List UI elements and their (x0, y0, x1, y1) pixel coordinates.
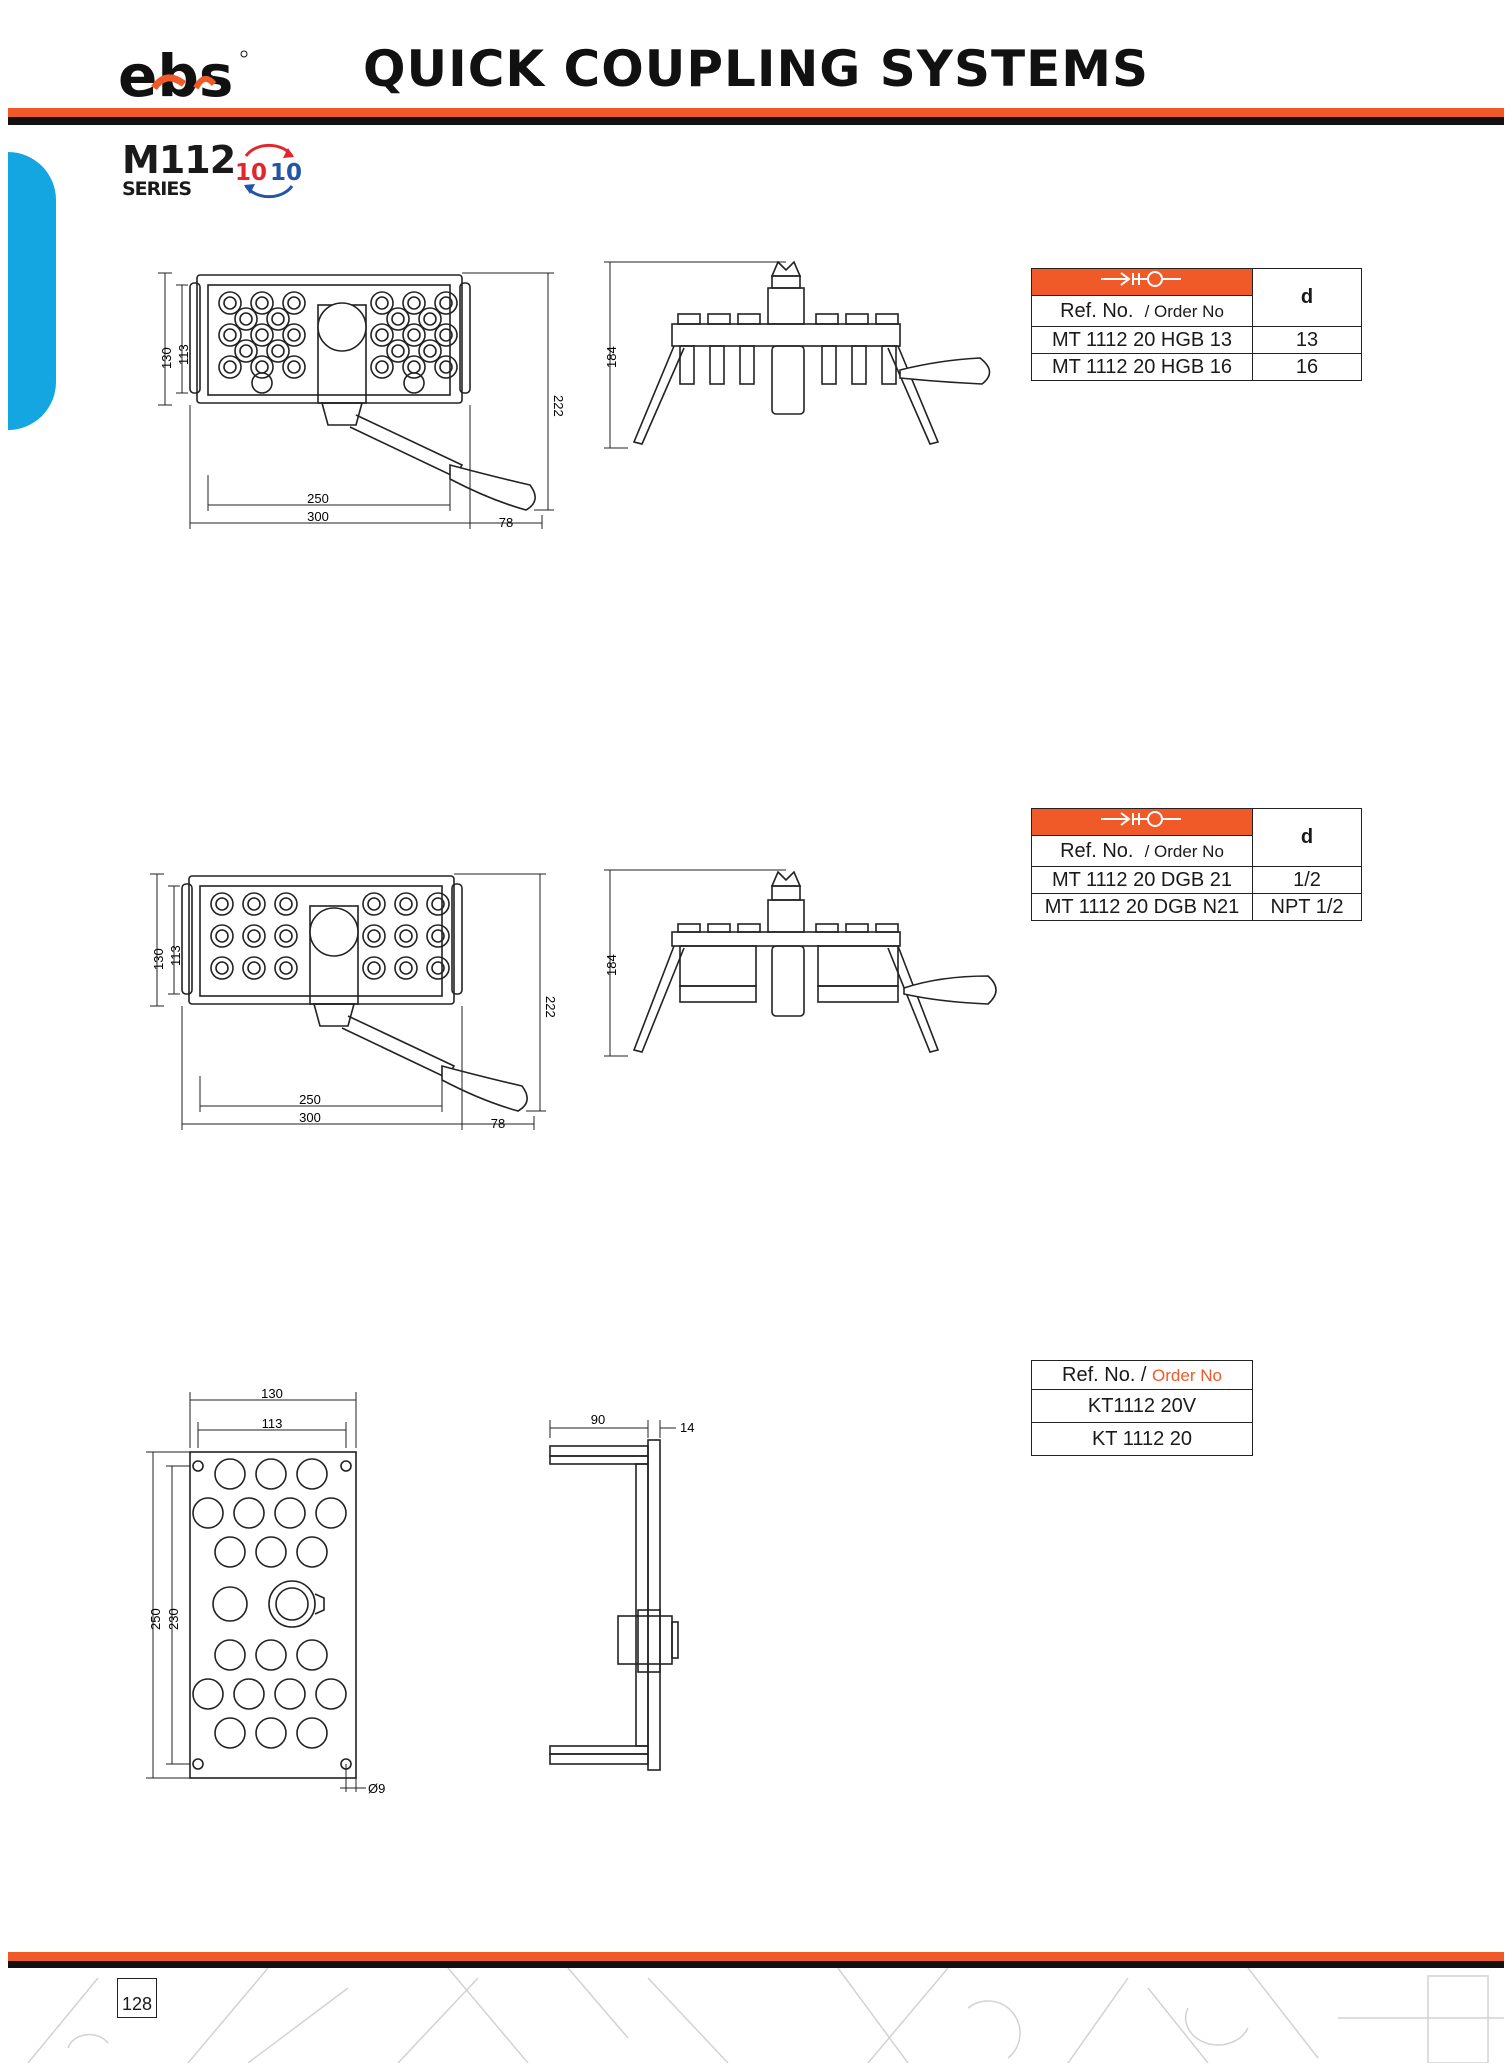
badge-left: 10 (235, 160, 267, 186)
ref-order-label: Ref. No. / Order No (1031, 835, 1253, 867)
side-view-drawing-1: 184 (600, 258, 1020, 458)
dim-222: 222 (543, 996, 558, 1018)
dim-250: 250 (307, 491, 329, 506)
dim-78: 78 (499, 515, 513, 530)
table-row: MT 1112 20 HGB 16 16 (1031, 353, 1362, 381)
dim-90: 90 (591, 1412, 605, 1427)
dim-222: 222 (551, 395, 566, 417)
spec-table-3: Ref. No. / Order No KT1112 20V KT 1112 2… (1031, 1360, 1253, 1456)
logo-swoosh-2 (193, 75, 217, 90)
badge-right: 10 (270, 160, 302, 186)
page-number: 128 (117, 1978, 157, 2018)
registered-mark-icon (240, 50, 248, 58)
series-label: SERIES (122, 178, 192, 200)
coupling-symbol-icon (1101, 271, 1181, 287)
coupling-symbol-icon (1101, 811, 1181, 827)
spec-table-1: d Ref. No. / Order No MT 1112 20 HGB 13 … (1031, 268, 1362, 381)
coupling-symbol-cell (1031, 808, 1253, 836)
ref-order-label: Ref. No. / Order No (1031, 1360, 1253, 1390)
table-row: MT 1112 20 DGB N21 NPT 1/2 (1031, 893, 1362, 921)
spec-table-2: d Ref. No. / Order No MT 1112 20 DGB 21 … (1031, 808, 1362, 921)
dim-250: 250 (148, 1608, 163, 1630)
table-row: MT 1112 20 DGB 21 1/2 (1031, 866, 1362, 894)
plate-side-drawing: 90 14 (540, 1410, 720, 1780)
dim-113: 113 (262, 1416, 283, 1431)
top-view-drawing-2: 130 113 222 250 300 78 (142, 866, 562, 1146)
table-row: MT 1112 20 HGB 13 13 (1031, 326, 1362, 354)
ref-order-label: Ref. No. / Order No (1031, 295, 1253, 327)
footer-rule-black (8, 1961, 1504, 1968)
d-header: d (1252, 268, 1362, 327)
dim-300: 300 (307, 509, 329, 524)
plate-front-drawing: 130 113 250 230 Ø9 (140, 1386, 400, 1798)
footer-background-pattern (8, 1967, 1504, 2064)
side-tab (8, 152, 56, 430)
dim-184: 184 (604, 954, 619, 976)
dim-9: Ø9 (368, 1781, 385, 1796)
header-rule-orange (8, 108, 1504, 117)
dim-113: 113 (176, 344, 191, 365)
logo-swoosh (151, 74, 187, 91)
footer-rule-orange (8, 1952, 1504, 1961)
dim-14: 14 (680, 1420, 694, 1435)
page-title: QUICK COUPLING SYSTEMS (362, 40, 1149, 98)
dim-113: 113 (168, 945, 183, 966)
dim-230: 230 (166, 1608, 181, 1630)
dim-78: 78 (491, 1116, 505, 1131)
d-header: d (1252, 808, 1362, 867)
header-rule-black (8, 117, 1504, 125)
table-row: KT 1112 20 (1031, 1422, 1253, 1456)
dim-184: 184 (604, 346, 619, 368)
dim-300: 300 (299, 1110, 321, 1125)
dim-130: 130 (151, 948, 166, 970)
rotation-badge: 10 10 (232, 142, 306, 200)
table-row: KT1112 20V (1031, 1389, 1253, 1423)
coupling-symbol-cell (1031, 268, 1253, 296)
top-view-drawing-1: 130 113 222 250 300 78 (150, 265, 570, 545)
ebs-logo: ebs (118, 42, 248, 110)
dim-130: 130 (159, 347, 174, 369)
dim-250: 250 (299, 1092, 321, 1107)
dim-130: 130 (261, 1386, 283, 1401)
series-code: M112 (122, 138, 236, 182)
side-view-drawing-2: 184 (600, 866, 1020, 1066)
